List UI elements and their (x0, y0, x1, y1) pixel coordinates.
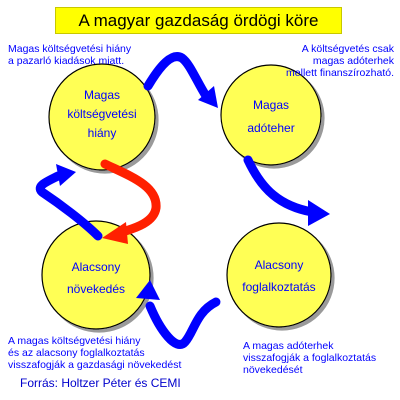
note-bottom-right-line-2: visszafogják a foglalkoztatás (243, 352, 377, 364)
note-bottom-right-line-1: A magas adóterhek (243, 340, 334, 352)
node-high-tax-burden (220, 64, 322, 166)
arrow-deficit-to-growth-red (100, 159, 161, 237)
note-bottom-left: A magas költségvetési hiány és az alacso… (8, 335, 181, 371)
note-top-left-line-2: a pazarló kiadások miatt. (8, 55, 125, 67)
note-top-right: A költségvetés csak magas adóterhek mell… (286, 43, 394, 79)
node-label-bottom-right-2: foglalkoztatás (242, 280, 315, 294)
node-label-top-left-2: költségvetési (67, 107, 136, 121)
note-top-right-line-3: mellett finanszírozható. (286, 67, 394, 79)
node-label-bottom-left-2: növekedés (67, 282, 125, 296)
arrowhead-growth-to-deficit (56, 164, 76, 186)
arrowhead-employment-to-growth (136, 280, 160, 300)
note-bottom-right-line-3: növekedését (243, 364, 303, 376)
arrowhead-deficit-to-growth-red (102, 222, 128, 244)
node-low-employment (226, 222, 332, 328)
node-label-top-right-1: Magas (253, 98, 289, 112)
arrowhead-tax-to-employment (308, 200, 330, 226)
diagram-title: A magyar gazdaság ördögi köre (55, 7, 342, 34)
note-top-right-line-2: magas adóterhek (312, 55, 394, 67)
node-low-growth (41, 220, 151, 330)
arrow-employment-to-growth (145, 297, 221, 349)
arrow-growth-to-deficit (35, 171, 103, 241)
node-label-bottom-right-1: Alacsony (255, 258, 304, 272)
arrowhead-deficit-to-tax (198, 86, 218, 108)
arrow-deficit-to-tax (143, 52, 211, 101)
note-top-left: Magas költségvetési hiány a pazarló kiad… (8, 43, 131, 67)
note-top-right-line-1: A költségvetés csak (301, 43, 394, 55)
node-label-top-right-2: adóteher (247, 121, 294, 135)
node-label-top-left-3: hiány (88, 126, 117, 140)
node-high-budget-deficit (48, 63, 156, 171)
note-bottom-left-line-2: és az alacsony foglalkoztatás (8, 347, 145, 359)
note-top-left-line-1: Magas költségvetési hiány (8, 43, 132, 55)
node-label-top-left-1: Magas (84, 88, 120, 102)
note-bottom-right: A magas adóterhek visszafogják a foglalk… (243, 340, 376, 376)
note-bottom-left-line-1: A magas költségvetési hiány (8, 335, 141, 347)
note-bottom-left-line-3: visszafogják a gazdasági növekedést (8, 359, 182, 371)
source-credit: Forrás: Holtzer Péter és CEMI (20, 376, 181, 390)
arrow-tax-to-employment (243, 155, 317, 217)
node-label-bottom-left-1: Alacsony (72, 260, 121, 274)
